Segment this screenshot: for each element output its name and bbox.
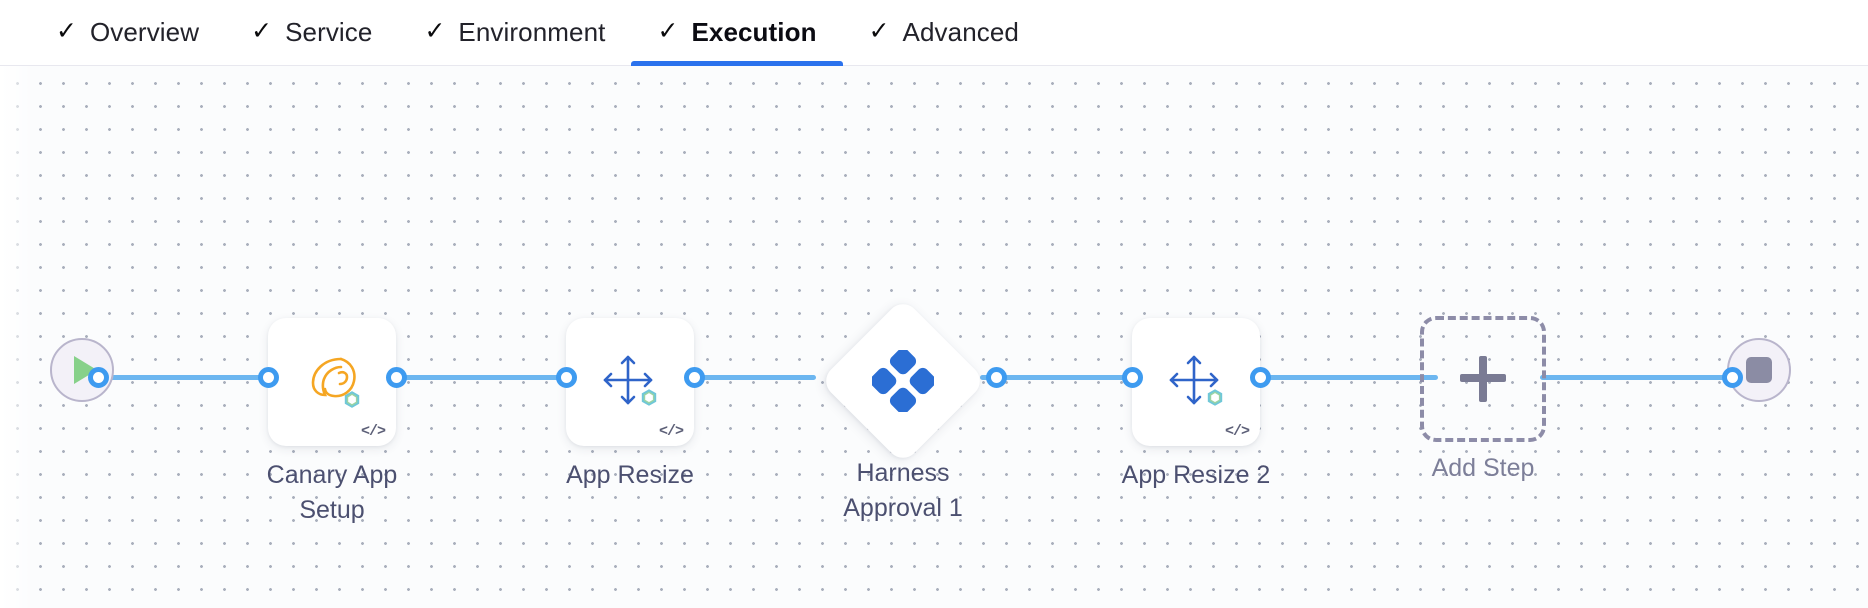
port-dot[interactable] (1122, 367, 1143, 388)
tab-label: Advanced (902, 17, 1019, 47)
check-icon: ✓ (657, 17, 679, 45)
tab-label: Execution (691, 17, 817, 47)
port-dot[interactable] (684, 367, 705, 388)
step-card[interactable]: </> (268, 318, 396, 446)
resize-arrows-icon (1169, 355, 1223, 406)
pipeline-canvas[interactable]: </> Canary App Setup (0, 66, 1868, 608)
code-badge-icon[interactable]: </> (360, 423, 386, 440)
port-dot[interactable] (556, 367, 577, 388)
step-label: Canary App Setup (266, 461, 398, 524)
add-step-label: Add Step (1431, 454, 1535, 482)
code-badge-icon[interactable]: </> (658, 423, 684, 440)
tab-service[interactable]: ✓ Service (225, 0, 398, 66)
port-dot[interactable] (88, 367, 109, 388)
step-card[interactable]: </> (1132, 318, 1260, 446)
check-icon: ✓ (424, 17, 446, 45)
port-dot[interactable] (386, 367, 407, 388)
connector-line (385, 375, 567, 380)
port-dot[interactable] (1722, 367, 1743, 388)
connector-line (96, 375, 276, 380)
tab-label: Overview (89, 17, 200, 47)
resize-arrows-icon (603, 355, 657, 406)
tab-overview[interactable]: ✓ Overview (30, 0, 225, 66)
tab-label: Service (285, 17, 373, 47)
stop-icon (1746, 357, 1772, 383)
step-card[interactable]: </> (566, 318, 694, 446)
check-icon: ✓ (56, 17, 77, 45)
tab-execution[interactable]: ✓ Execution (631, 0, 843, 66)
pipeline-tab-bar: ✓ Overview ✓ Service ✓ Environment ✓ Exe… (0, 0, 1868, 66)
port-dot[interactable] (1250, 367, 1271, 388)
pipeline-graph: </> Canary App Setup (0, 66, 1868, 608)
step-diamond[interactable] (819, 297, 987, 465)
tab-advanced[interactable]: ✓ Advanced (843, 0, 1045, 66)
port-dot[interactable] (258, 367, 279, 388)
code-badge-icon[interactable]: </> (1224, 423, 1250, 440)
check-icon: ✓ (868, 17, 890, 45)
connector-layer (0, 66, 1868, 608)
harness-logo-icon (872, 350, 934, 412)
connector-line (676, 375, 816, 380)
canary-bird-icon (311, 357, 360, 408)
step-label: App Resize 2 (1121, 461, 1271, 489)
diamond-icon-slot (836, 314, 970, 448)
tab-label: Environment (458, 17, 606, 47)
connector-line (1248, 375, 1438, 380)
step-label: App Resize (566, 461, 694, 489)
tab-environment[interactable]: ✓ Environment (398, 0, 631, 66)
plus-icon (1460, 356, 1506, 402)
step-label: Harness Approval 1 (843, 459, 963, 522)
check-icon: ✓ (251, 17, 273, 45)
connector-line (1540, 375, 1730, 380)
connector-line (980, 375, 1130, 380)
add-step-button[interactable] (1420, 316, 1546, 442)
port-dot[interactable] (986, 367, 1007, 388)
